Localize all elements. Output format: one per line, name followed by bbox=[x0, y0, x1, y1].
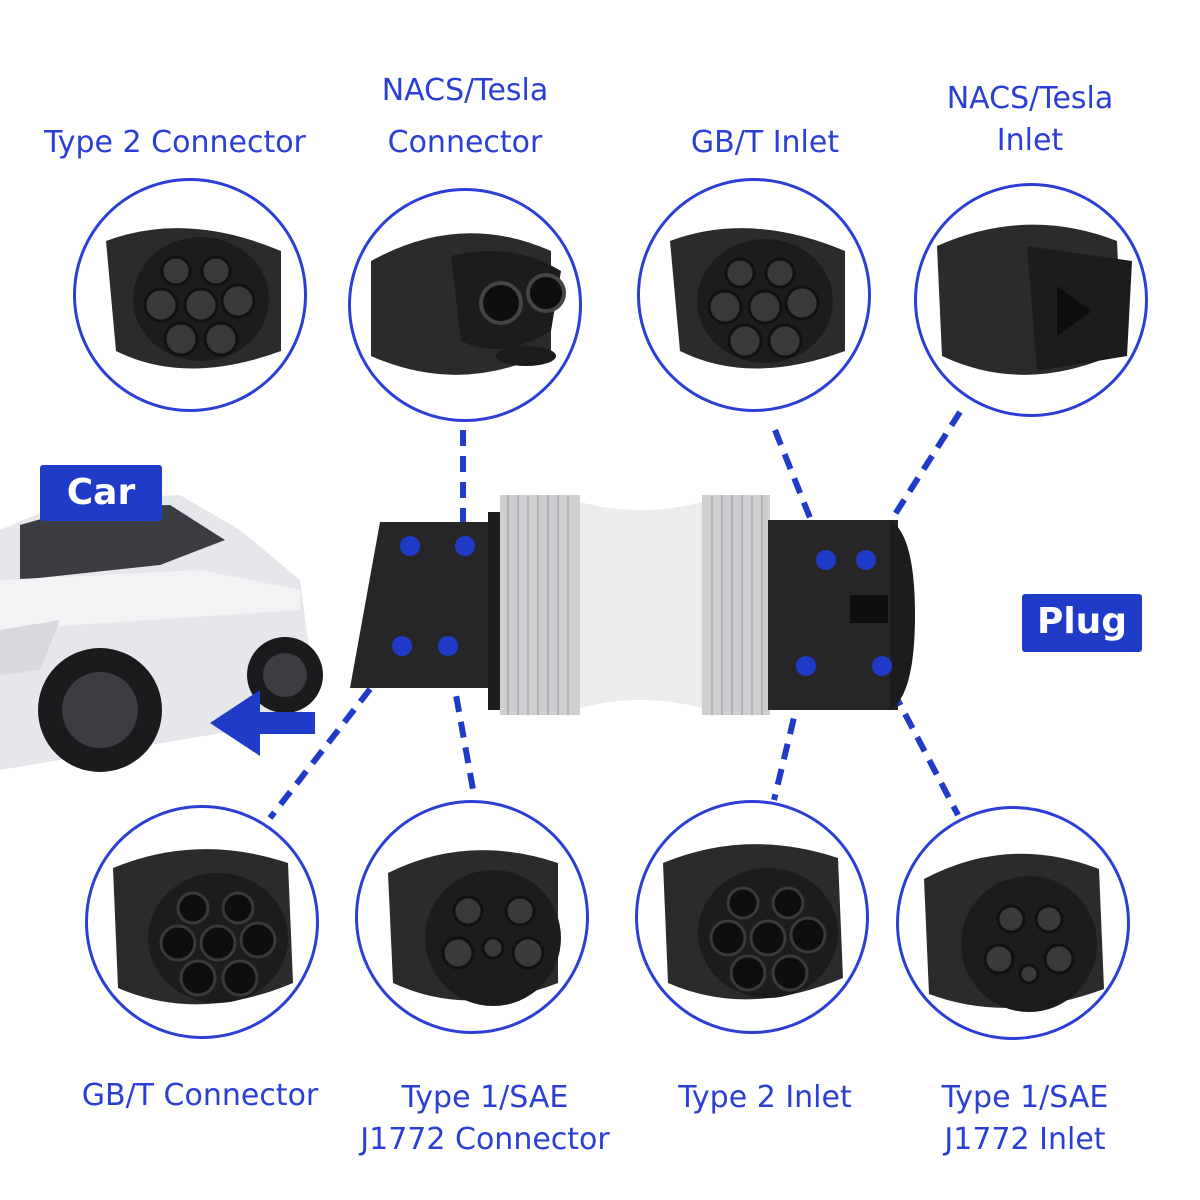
circle-nacs-inlet bbox=[914, 183, 1148, 417]
label-gbt-connector: GB/T Connector bbox=[60, 1075, 340, 1117]
label-nacs-connector: NACS/Tesla Connector bbox=[330, 70, 600, 164]
label-line: Type 1/SAE bbox=[401, 1080, 569, 1115]
car-badge: Car bbox=[40, 465, 162, 521]
label-type1-connector: Type 1/SAE J1772 Connector bbox=[340, 1077, 630, 1161]
label-line: Inlet bbox=[996, 123, 1064, 158]
circle-type2-connector bbox=[73, 178, 307, 412]
label-line: GB/T Inlet bbox=[690, 125, 840, 160]
label-line: J1772 Connector bbox=[360, 1122, 610, 1157]
nacs-connector-icon bbox=[371, 233, 566, 375]
circle-type1-inlet bbox=[896, 806, 1130, 1040]
circle-nacs-connector bbox=[348, 188, 582, 422]
label-line: NACS/Tesla bbox=[946, 81, 1114, 116]
label-line: Type 1/SAE bbox=[941, 1080, 1109, 1115]
circle-type1-connector bbox=[355, 800, 589, 1034]
car-image bbox=[0, 495, 323, 772]
gbt-connector-icon bbox=[113, 849, 293, 1005]
label-line: GB/T Connector bbox=[81, 1078, 319, 1113]
label-line: Type 2 Connector bbox=[44, 125, 306, 160]
label-line: NACS/Tesla bbox=[381, 73, 549, 108]
plug-badge: Plug bbox=[1022, 594, 1142, 652]
label-type1-inlet: Type 1/SAE J1772 Inlet bbox=[895, 1077, 1155, 1161]
label-type2-connector: Type 2 Connector bbox=[40, 122, 310, 164]
label-nacs-inlet: NACS/Tesla Inlet bbox=[895, 78, 1165, 162]
type1-inlet-icon bbox=[924, 853, 1104, 1012]
type2-connector-icon bbox=[106, 228, 281, 369]
gbt-inlet-icon bbox=[670, 228, 845, 369]
arrow-left-icon bbox=[210, 690, 315, 756]
circle-gbt-inlet bbox=[637, 178, 871, 412]
nacs-inlet-icon bbox=[937, 224, 1132, 375]
adapter-image bbox=[350, 495, 915, 715]
label-line: J1772 Inlet bbox=[944, 1122, 1106, 1157]
circle-type2-inlet bbox=[635, 800, 869, 1034]
label-line: Connector bbox=[387, 125, 543, 160]
label-gbt-inlet: GB/T Inlet bbox=[620, 122, 910, 164]
label-type2-inlet: Type 2 Inlet bbox=[640, 1077, 890, 1119]
type1-connector-icon bbox=[388, 850, 561, 1006]
type2-inlet-icon bbox=[663, 844, 843, 1000]
label-line: Type 2 Inlet bbox=[678, 1080, 852, 1115]
circle-gbt-connector bbox=[85, 805, 319, 1039]
